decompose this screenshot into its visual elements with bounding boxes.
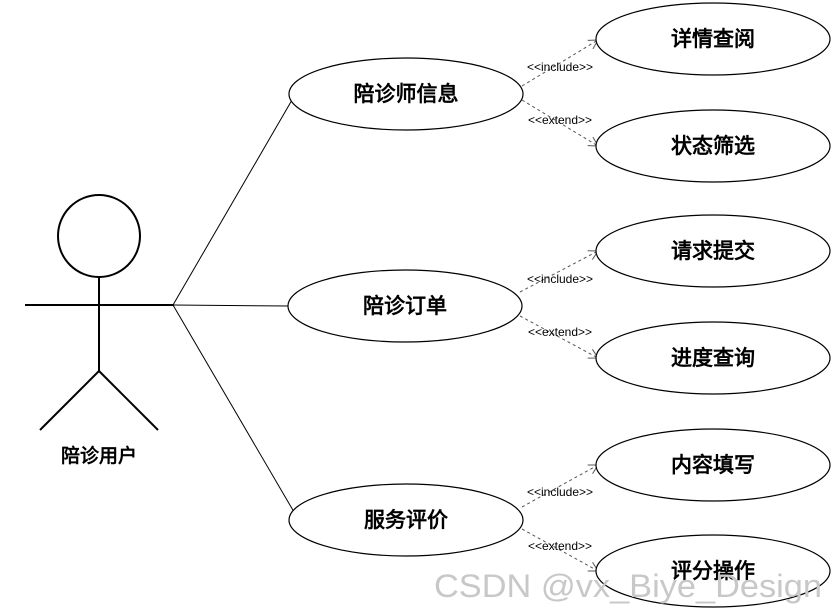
extend-label-3: <<extend>> [528, 539, 592, 553]
use-case-request-submit-label: 请求提交 [671, 239, 755, 263]
actor-left-leg [39, 370, 100, 431]
use-case-detail-view-label: 详情查阅 [671, 27, 755, 51]
actor-right-leg [98, 370, 159, 431]
extend-label-2: <<extend>> [528, 325, 592, 339]
use-case-detail-view [595, 2, 831, 76]
use-case-info-label: 陪诊师信息 [354, 82, 459, 106]
use-case-content-fill [595, 428, 831, 502]
extend-label-1: <<extend>> [528, 113, 592, 127]
include-label-2: <<include>> [527, 272, 593, 286]
extend-arrow-rating [521, 528, 599, 572]
use-case-review-label: 服务评价 [364, 508, 449, 532]
extend-arrow-filter [521, 99, 599, 147]
actor [25, 194, 173, 431]
actor-head [57, 194, 141, 278]
actor-label: 陪诊用户 [61, 444, 137, 467]
use-case-order [287, 269, 523, 343]
include-label-1: <<include>> [527, 60, 593, 74]
association-review [172, 304, 295, 513]
use-case-status-filter [595, 109, 831, 183]
include-arrow-detail [521, 39, 599, 87]
extend-arrow-progress [519, 315, 599, 359]
watermark: CSDN @vx_Biye_Design [434, 568, 822, 604]
include-arrow-content [521, 464, 599, 508]
include-label-3: <<include>> [527, 485, 593, 499]
use-case-request-submit [595, 214, 831, 288]
use-case-info [288, 57, 524, 131]
use-case-progress-query-label: 进度查询 [671, 346, 755, 370]
use-case-status-filter-label: 状态筛选 [671, 134, 755, 158]
use-case-order-label: 陪诊订单 [363, 294, 447, 318]
use-case-rating-op [595, 534, 831, 608]
association-order [172, 304, 290, 307]
use-case-rating-op-label: 评分操作 [671, 559, 755, 583]
association-info [172, 99, 293, 306]
use-case-review [288, 483, 524, 557]
use-case-progress-query [595, 321, 831, 395]
include-arrow-request [519, 250, 599, 293]
use-case-content-fill-label: 内容填写 [671, 453, 755, 477]
